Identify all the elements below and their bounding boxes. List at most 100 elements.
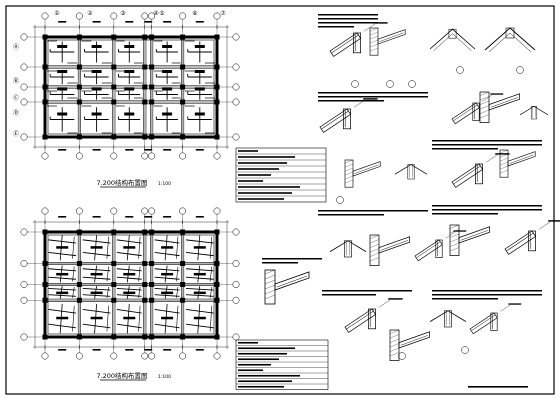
table-text-mark <box>238 358 279 361</box>
rebar-label-mark <box>123 316 136 320</box>
note-text-mark <box>548 220 560 222</box>
hatch <box>264 289 276 295</box>
grid-bubble <box>141 352 149 360</box>
grid-bubble <box>20 296 28 304</box>
column <box>149 99 155 105</box>
note-text-mark <box>432 148 498 150</box>
hatch <box>389 347 400 352</box>
detail-sketch <box>449 224 490 256</box>
dimension-text-mark <box>195 149 204 151</box>
rebar-sloped <box>154 308 180 314</box>
column <box>42 64 48 70</box>
note-text-mark <box>432 298 498 300</box>
rebar-sloped <box>186 276 214 280</box>
hatch <box>264 294 276 300</box>
column <box>76 99 82 105</box>
column <box>180 297 186 303</box>
beam-section <box>368 308 376 330</box>
grid-labels: ① ② ③ ④ ⑤ ⑥ ⑦ Ⓐ Ⓑ Ⓒ Ⓓ Ⓔ <box>13 10 226 138</box>
column <box>142 134 148 140</box>
rebar-sloped <box>116 308 142 314</box>
rebar <box>460 230 488 241</box>
grid-bubble <box>179 207 187 215</box>
table-text-mark <box>238 374 300 377</box>
dimension-text-mark <box>195 216 204 218</box>
rebar-sloped <box>116 323 142 329</box>
rebar-label-mark <box>91 112 102 116</box>
column <box>149 134 155 140</box>
column <box>180 99 186 105</box>
rebar-label-mark <box>56 246 69 249</box>
rebar-sloped <box>186 268 214 272</box>
rebar-sloped <box>209 286 213 298</box>
column <box>42 261 48 266</box>
detail-callout <box>351 80 359 88</box>
detail-sketch <box>451 153 510 188</box>
column <box>76 334 82 340</box>
grid-bubble <box>75 207 83 215</box>
hatch <box>499 165 509 170</box>
sheet-border <box>5 5 555 395</box>
beam-section <box>344 240 352 258</box>
column <box>42 297 48 303</box>
rebar-sloped <box>106 236 109 259</box>
plan-top-scale: 1:100 <box>158 181 171 187</box>
hatch <box>264 284 276 290</box>
hatch <box>449 242 460 247</box>
rebar-sloped <box>116 276 142 280</box>
column <box>42 84 48 90</box>
dimension-text-mark <box>144 216 153 218</box>
rebar-label-mark <box>57 45 68 48</box>
column <box>76 261 82 266</box>
slab-section <box>394 164 428 175</box>
rebar-label-mark <box>162 70 173 73</box>
hatch <box>369 252 380 257</box>
slab-inner-outline <box>47 234 215 335</box>
column <box>149 64 155 70</box>
rebar-sloped <box>116 294 142 297</box>
hatch <box>344 163 354 168</box>
rebar-sloped <box>209 236 213 259</box>
hatch <box>449 233 460 238</box>
detail-callout <box>398 352 406 360</box>
grid-bubble <box>232 260 240 267</box>
note-text-mark <box>318 96 428 98</box>
detail-sketch <box>319 98 378 133</box>
column <box>214 34 220 40</box>
rebar-label-mark <box>194 70 205 73</box>
rebar-label-mark <box>56 291 69 295</box>
note-text-mark <box>318 14 378 16</box>
column <box>76 84 82 90</box>
rebar-sloped <box>186 287 214 291</box>
beam-section <box>475 163 483 185</box>
grid-label-col: ⑦ <box>220 10 226 17</box>
beam-section <box>505 27 515 39</box>
grid-bubble <box>41 152 49 160</box>
rebar-label-mark <box>90 316 103 320</box>
slab-section <box>398 331 430 349</box>
hatch <box>499 161 509 166</box>
notes-table-top <box>235 147 327 203</box>
hatch <box>479 96 490 101</box>
rebar <box>471 314 496 331</box>
grid-bubble <box>41 352 49 360</box>
hatch <box>449 229 460 234</box>
bottom-plan <box>20 207 240 360</box>
note-text-mark <box>322 290 412 292</box>
rebar-label-mark <box>123 291 136 295</box>
grid-label-col: ④ <box>153 10 158 17</box>
column <box>142 261 148 266</box>
rebar-label-mark <box>57 70 68 73</box>
rebar <box>400 335 428 346</box>
title-block-mark <box>468 386 528 388</box>
hatch <box>499 153 509 158</box>
hatch <box>344 175 354 180</box>
beam-section <box>490 312 498 331</box>
table-text-mark <box>238 168 279 170</box>
rebar-label-mark <box>124 112 135 116</box>
column <box>149 229 155 235</box>
rebar-sloped <box>154 239 180 244</box>
rebar-sloped <box>82 323 111 329</box>
hatch <box>369 39 379 44</box>
dimension-text-mark <box>195 21 204 23</box>
